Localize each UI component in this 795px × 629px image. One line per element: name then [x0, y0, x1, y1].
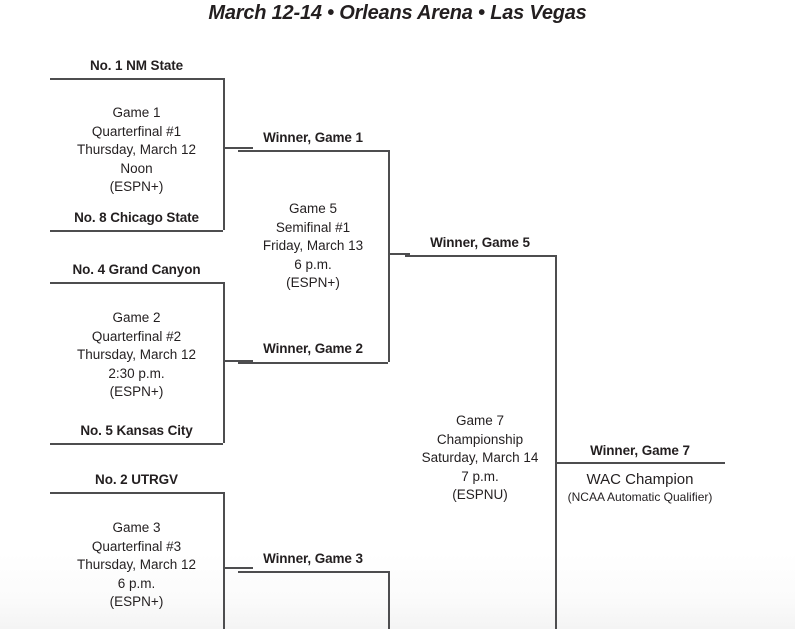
qf1-round: Quarterfinal #1 — [91, 123, 182, 139]
qf2-top-seed-label: No. 4 Grand Canyon — [72, 262, 201, 277]
qf3-game-number: Game 3 — [112, 520, 161, 535]
qf2-bottom-line — [50, 443, 223, 445]
qf1-bottom-line — [50, 230, 223, 232]
final-round: Championship — [436, 431, 524, 447]
final-network: (ESPNU) — [452, 487, 508, 503]
sf1-round: Semifinal #1 — [275, 219, 351, 235]
final-top-slot-label: Winner, Game 5 — [430, 235, 530, 250]
qf3-top-line — [50, 492, 223, 494]
sf1-game-info: Game 5 Semifinal #1 Friday, March 13 6 p… — [233, 200, 393, 293]
qf2-game-info: Game 2 Quarterfinal #2 Thursday, March 1… — [50, 309, 223, 402]
sf2-top-line — [238, 571, 388, 573]
qf1-bottom-seed-label: No. 8 Chicago State — [74, 210, 199, 225]
qf2-network: (ESPN+) — [109, 384, 164, 400]
sf1-bottom-slot-label: Winner, Game 2 — [263, 341, 363, 356]
qf1-time: Noon — [120, 160, 153, 176]
final-game-number: Game 7 — [455, 413, 505, 428]
champion-title: WAC Champion — [586, 471, 694, 488]
qf2-time: 2:30 p.m. — [108, 365, 165, 381]
qf1-top-line — [50, 78, 223, 80]
champion-line — [555, 462, 725, 464]
qf2-game-number: Game 2 — [112, 310, 161, 325]
sf2-top-slot-label: Winner, Game 3 — [263, 551, 363, 566]
qf3-game-info: Game 3 Quarterfinal #3 Thursday, March 1… — [50, 519, 223, 612]
sf1-network: (ESPN+) — [286, 275, 340, 291]
qf3-date: Thursday, March 12 — [76, 557, 197, 573]
qf2-right-line — [223, 282, 225, 443]
sf1-right-line — [388, 150, 390, 362]
qf3-to-sf2-connector — [223, 567, 253, 569]
qf2-to-sf1-connector — [223, 360, 253, 362]
sf1-date: Friday, March 13 — [262, 238, 364, 254]
final-top-line — [405, 255, 555, 257]
qf3-top-seed-label: No. 2 UTRGV — [95, 472, 178, 487]
qf2-bottom-seed-label: No. 5 Kansas City — [80, 423, 193, 438]
qf1-to-sf1-connector — [223, 147, 253, 149]
sf2-right-line — [388, 571, 390, 629]
qf3-network: (ESPN+) — [109, 594, 164, 610]
qf3-round: Quarterfinal #3 — [91, 538, 182, 554]
page-title: March 12-14 • Orleans Arena • Las Vegas — [208, 2, 587, 24]
qf3-time: 6 p.m. — [117, 575, 156, 591]
qf1-right-line — [223, 78, 225, 230]
sf1-game-number: Game 5 — [288, 201, 338, 216]
final-right-line — [555, 255, 557, 629]
qf2-date: Thursday, March 12 — [76, 347, 197, 363]
sf1-time: 6 p.m. — [294, 256, 332, 272]
qf1-date: Thursday, March 12 — [76, 142, 197, 158]
champion-block: WAC Champion (NCAA Automatic Qualifier) — [545, 470, 735, 505]
qf1-top-seed-label: No. 1 NM State — [89, 58, 184, 73]
qf3-right-line — [223, 492, 225, 629]
final-game-info: Game 7 Championship Saturday, March 14 7… — [395, 412, 565, 505]
sf1-to-final-connector — [388, 253, 410, 255]
champion-slot-label: Winner, Game 7 — [590, 443, 690, 458]
final-time: 7 p.m. — [461, 468, 499, 484]
qf2-top-line — [50, 282, 223, 284]
qf1-game-info: Game 1 Quarterfinal #1 Thursday, March 1… — [50, 104, 223, 197]
qf1-game-number: Game 1 — [112, 105, 161, 120]
sf1-top-line — [238, 150, 388, 152]
final-date: Saturday, March 14 — [421, 450, 539, 466]
qf2-round: Quarterfinal #2 — [91, 328, 182, 344]
champion-subtitle: (NCAA Automatic Qualifier) — [567, 490, 713, 504]
sf1-top-slot-label: Winner, Game 1 — [263, 130, 363, 145]
qf1-network: (ESPN+) — [109, 179, 164, 195]
sf1-bottom-line — [238, 362, 388, 364]
